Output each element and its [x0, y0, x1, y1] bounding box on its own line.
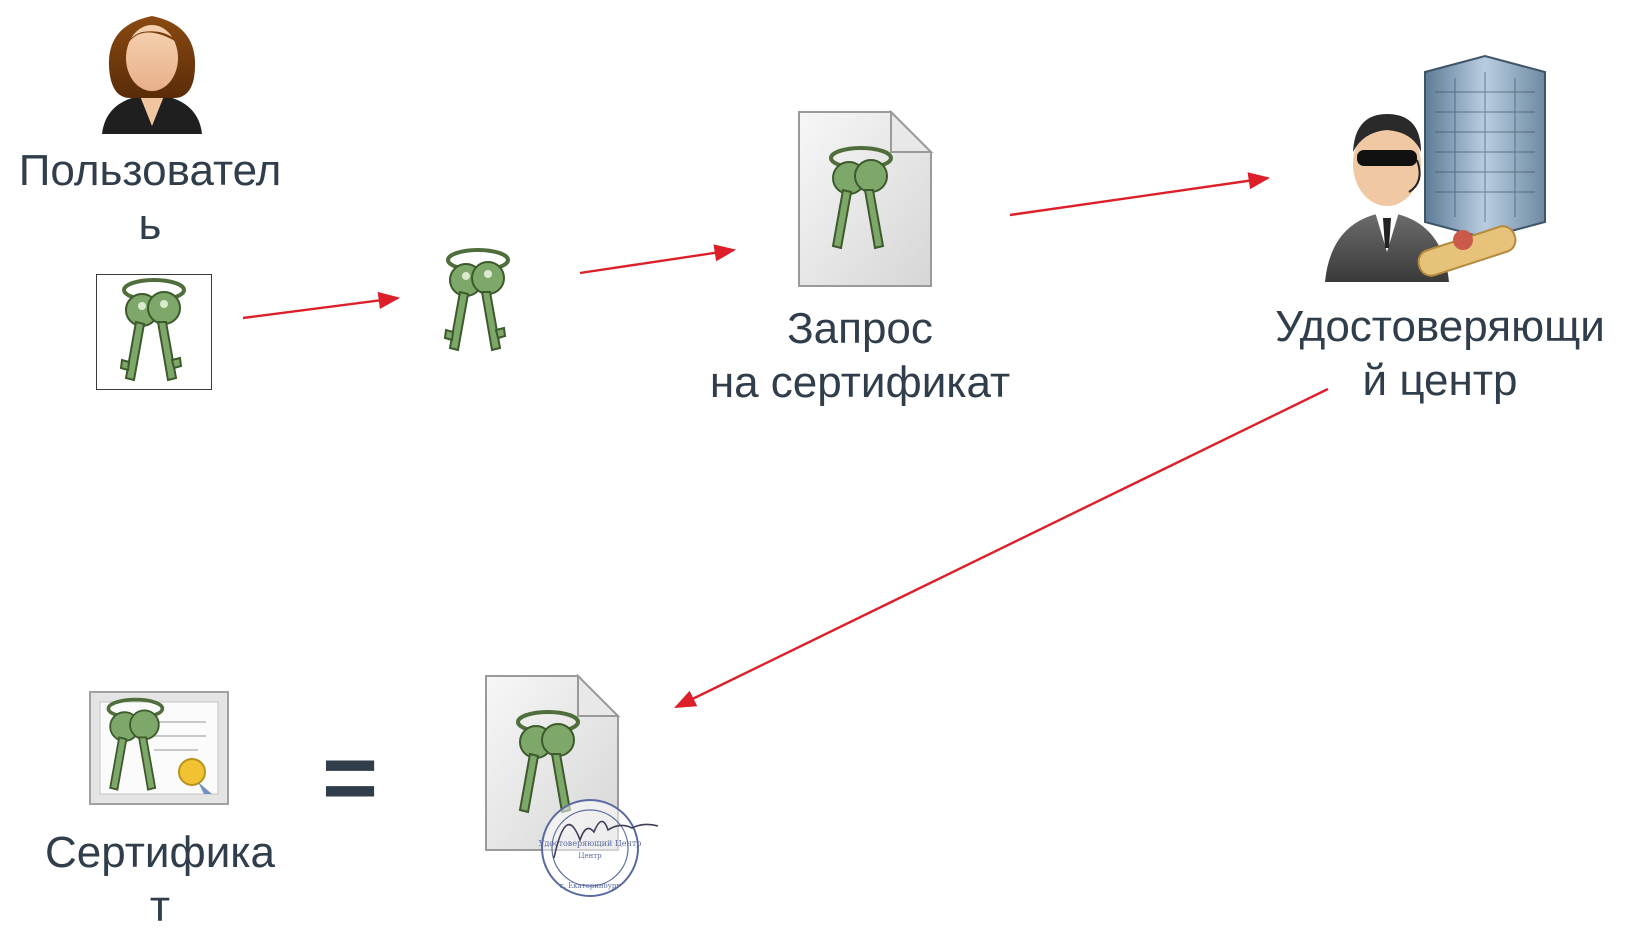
keys-icon: [443, 248, 510, 352]
key-pair-icon: [119, 278, 186, 382]
arrow-request-to-ca: [1009, 172, 1271, 217]
stamp-ring-text: Удостоверяющий Центр: [539, 839, 642, 848]
user-avatar-icon: [102, 16, 202, 134]
scroll-icon: [1417, 225, 1517, 277]
stamp-icon: Удостоверяющий Центр Центр г. Екатеринбу…: [539, 799, 659, 897]
user-label-line1: Пользовател: [18, 146, 282, 195]
certificate-request-icon: [798, 109, 934, 287]
certificate-label: Сертифика т: [10, 826, 310, 934]
signature: [553, 820, 659, 859]
stamp-city-text: г. Екатеринбург: [560, 882, 620, 890]
arrow-ca-to-signed: [674, 387, 1329, 709]
request-label-line1: Запрос: [787, 304, 933, 353]
key-pair-frame: [96, 274, 212, 390]
certificate-label-line1: Сертифика: [45, 828, 275, 877]
ca-label-line2: й центр: [1362, 356, 1518, 405]
equals-sign: =: [322, 724, 379, 831]
stamp-center-text: Центр: [578, 852, 602, 860]
user-label: Пользовател ь: [0, 144, 300, 252]
building-icon: [1424, 54, 1546, 240]
request-label-line2: на сертификат: [709, 358, 1011, 407]
certification-authority-icon: [1325, 54, 1546, 282]
certificate-icon: [89, 691, 229, 805]
arrow-keys-to-request: [579, 244, 737, 275]
arrow-keys-to-keys: [242, 291, 401, 320]
signed-certificate-icon: Удостоверяющий Центр Центр г. Екатеринбу…: [485, 673, 659, 897]
request-label: Запрос на сертификат: [660, 302, 1060, 410]
ca-label-line1: Удостоверяющи: [1275, 302, 1605, 351]
certificate-label-line2: т: [149, 882, 171, 931]
ca-label: Удостоверяющи й центр: [1250, 300, 1630, 408]
user-label-line2: ь: [138, 200, 162, 249]
